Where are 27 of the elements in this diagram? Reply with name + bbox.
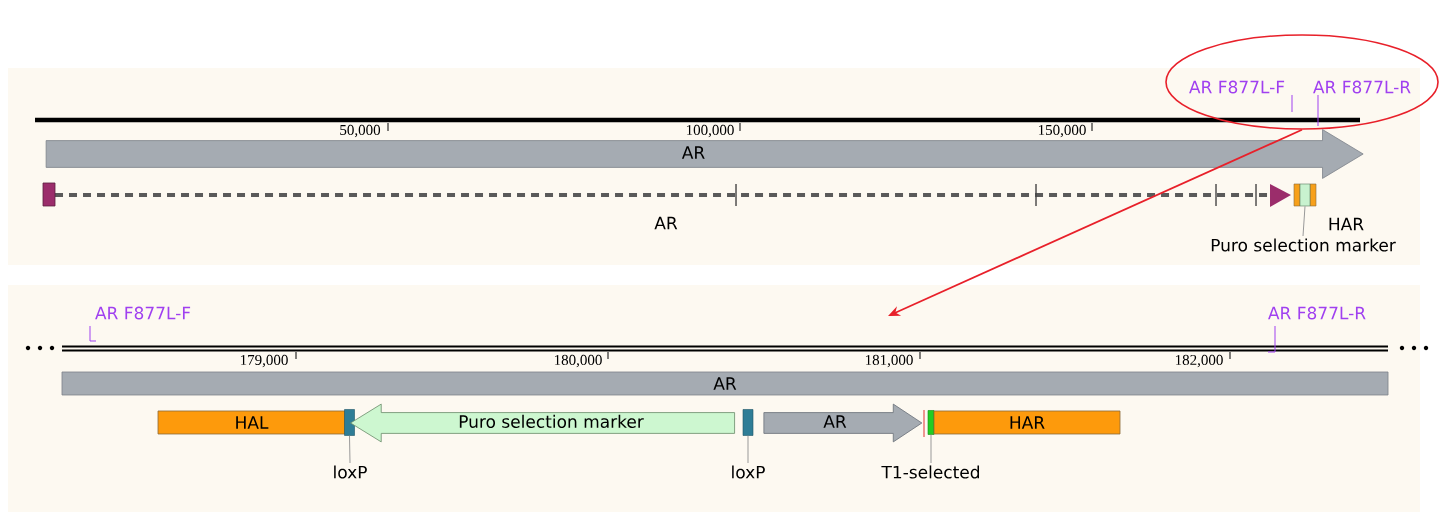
leader-line: [747, 435, 749, 464]
feature-label: T1-selected: [881, 465, 979, 479]
feature-bar: AR: [61, 371, 1389, 396]
primer-label: AR F877L-F: [1189, 80, 1285, 94]
feature-label: loxP: [334, 465, 367, 479]
feature-bar: HAL: [157, 410, 346, 435]
feature-label: AR: [654, 216, 678, 230]
position-label: 179,000: [240, 354, 288, 368]
leader-line: [349, 435, 351, 464]
feature-label: loxP: [732, 465, 765, 479]
feature-label: HAR: [1329, 217, 1364, 231]
leader-line: [1302, 205, 1306, 237]
primer-label: AR F877L-R: [1313, 80, 1411, 94]
feature-bar: HAR: [933, 410, 1121, 435]
zoom-ellipse: [1165, 34, 1439, 130]
primer-label: AR F877L-R: [1268, 306, 1366, 320]
primer-label: AR F877L-F: [95, 306, 191, 320]
feature-label: Puro selection marker: [1211, 238, 1396, 252]
feature-mark: [344, 409, 355, 436]
leader-line: [930, 434, 932, 464]
gene-feature: AR: [763, 403, 923, 443]
position-label: 181,000: [865, 354, 913, 368]
gene-feature: Puro selection marker: [350, 403, 735, 443]
feature-mark: [742, 409, 754, 436]
position-label: 180,000: [554, 354, 602, 368]
feature-mark: [927, 410, 935, 435]
feature-mark: [1299, 183, 1311, 207]
